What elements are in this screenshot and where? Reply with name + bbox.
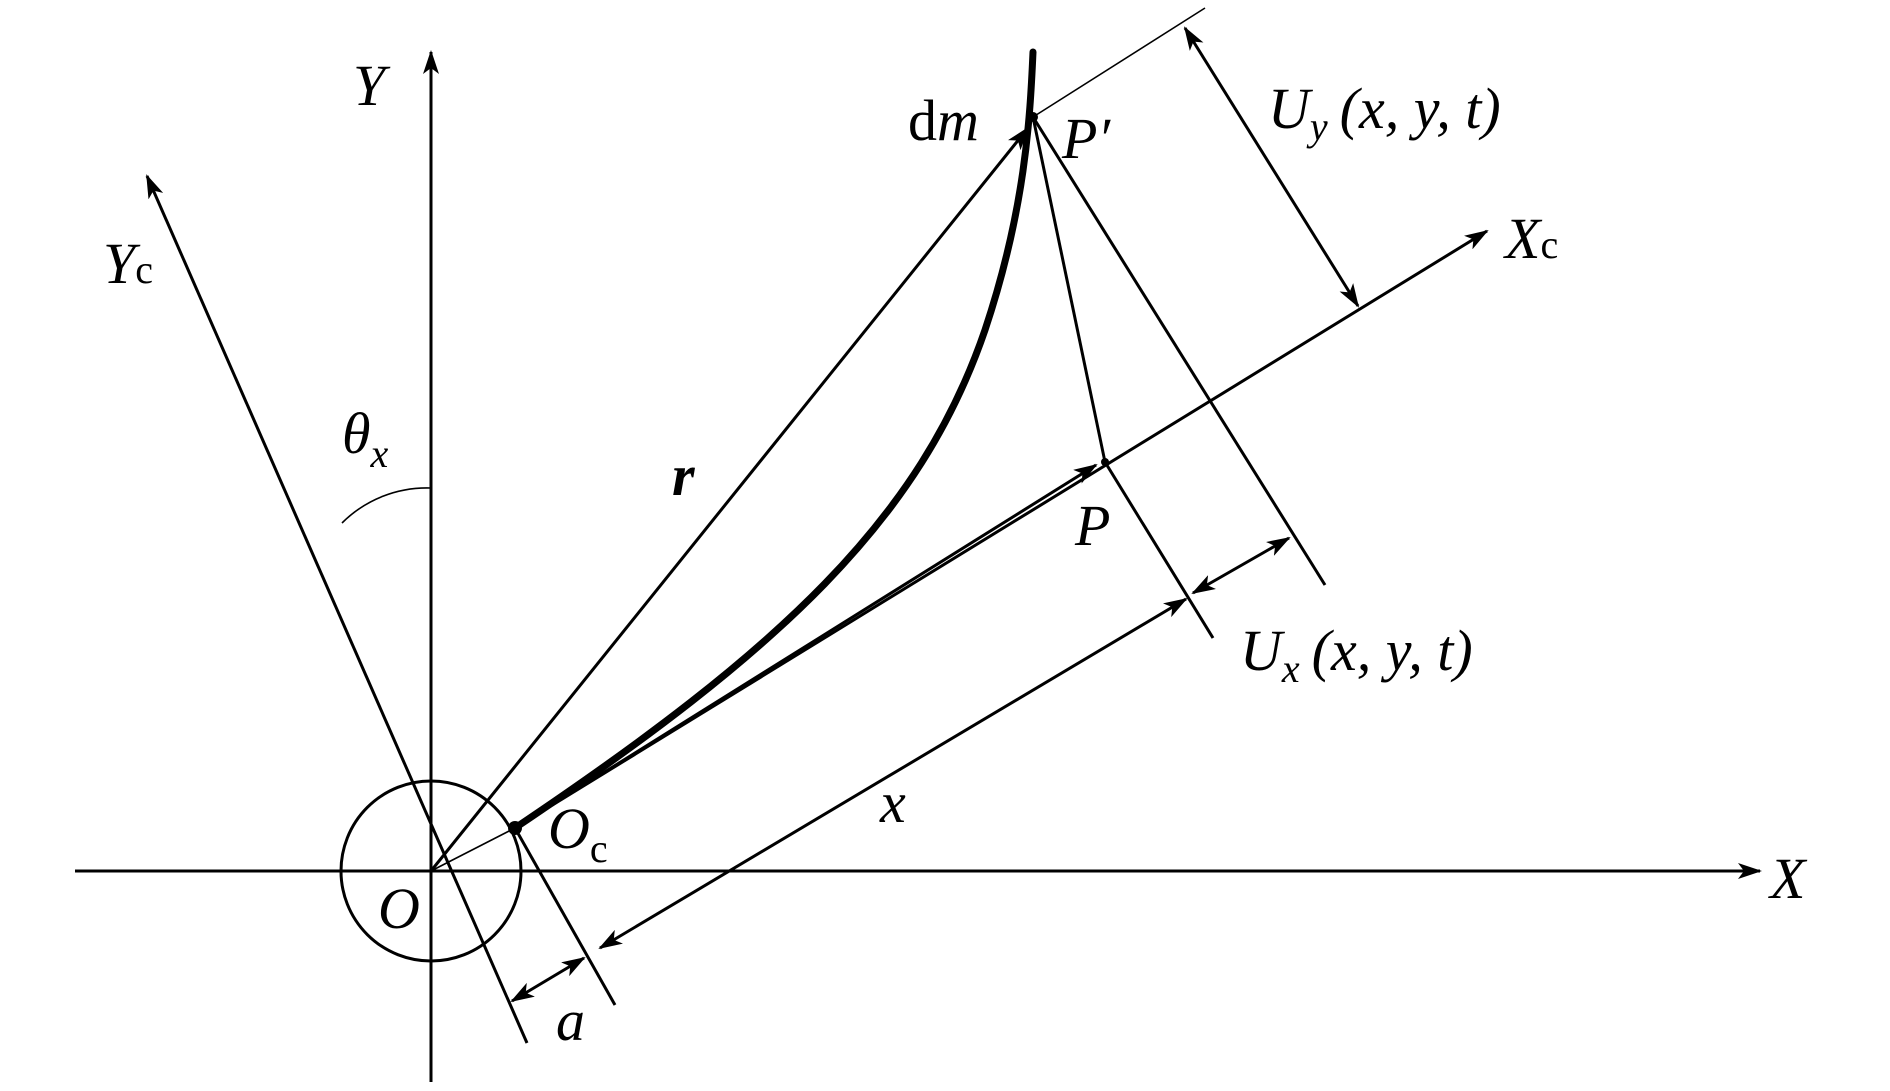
p-to-pprime-line xyxy=(1031,116,1107,463)
perp-through-p xyxy=(1103,461,1215,639)
label-r: r xyxy=(672,443,695,508)
dim-x-arrow xyxy=(598,597,1188,950)
label-Uy: Uy(x, y, t) xyxy=(1268,76,1501,149)
point-pprime xyxy=(1028,112,1038,122)
dim-uy-arrow xyxy=(1183,26,1360,308)
dim-ux-arrow xyxy=(1191,536,1291,595)
pprime-extension xyxy=(1032,7,1206,118)
position-vector-r xyxy=(429,126,1030,872)
label-theta-x: θx xyxy=(342,401,389,476)
label-P: P xyxy=(1074,493,1110,558)
label-Oc: Oc xyxy=(548,796,608,871)
point-oc xyxy=(508,821,522,835)
dim-a-arrow xyxy=(510,956,586,1003)
base-perp-line xyxy=(513,827,617,1006)
label-Yc: Yc xyxy=(103,231,153,296)
point-p xyxy=(1101,458,1109,466)
label-dm: dm xyxy=(908,88,979,153)
theta-arc xyxy=(341,487,432,524)
o-to-oc-line xyxy=(430,827,516,872)
deformed-beam xyxy=(511,48,1037,832)
label-a: a xyxy=(556,988,585,1053)
label-Ux: Ux(x, y, t) xyxy=(1240,618,1473,691)
label-O: O xyxy=(378,876,420,941)
perp-through-pprime xyxy=(1031,116,1327,586)
label-x: x xyxy=(879,770,906,835)
label-X: X xyxy=(1768,846,1808,911)
label-Y: Y xyxy=(353,53,391,118)
vector-to-p xyxy=(514,463,1098,830)
label-Xc: Xc xyxy=(1503,206,1558,271)
yc-axis xyxy=(145,174,529,1044)
hub-circle xyxy=(339,779,523,963)
label-P-prime: P′ xyxy=(1061,106,1111,171)
